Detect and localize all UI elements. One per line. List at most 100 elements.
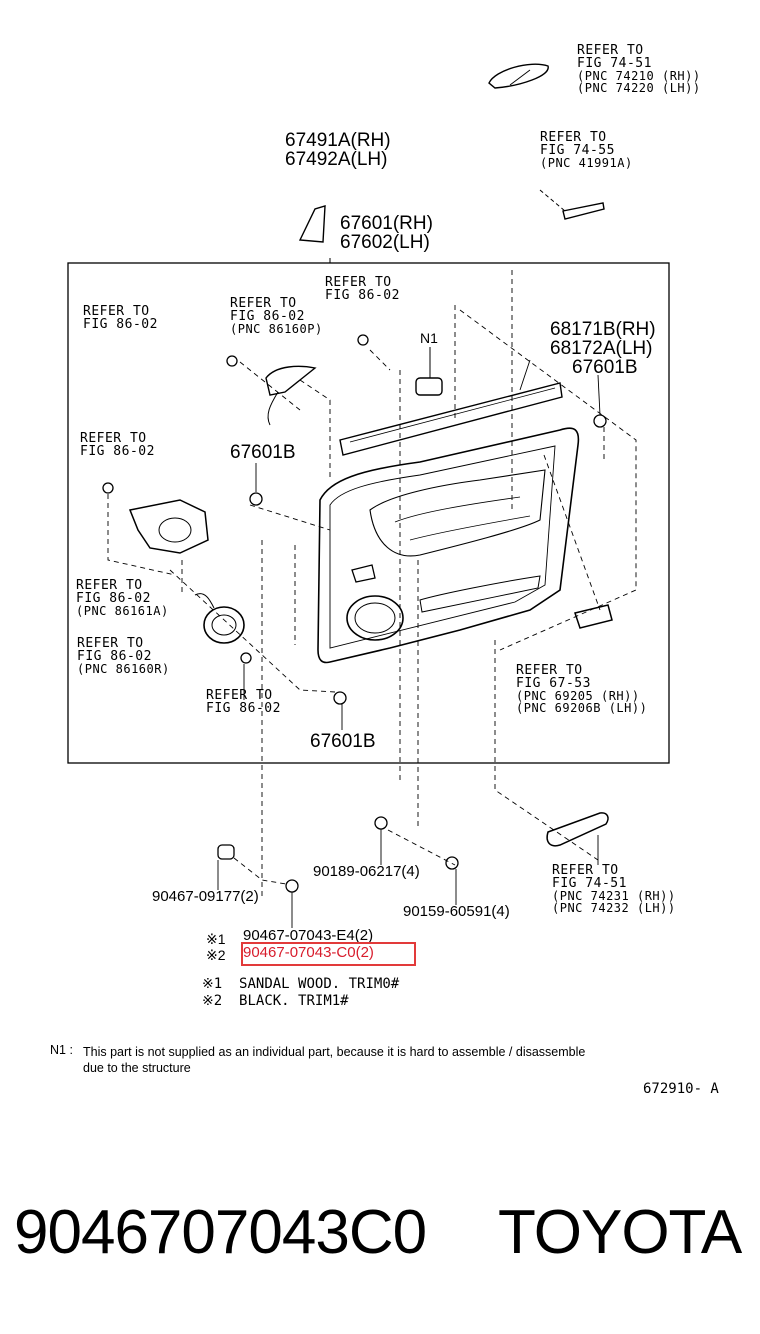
part-number: 67492A(LH) [285, 149, 388, 170]
callout-line: REFER TO [76, 578, 143, 593]
part-number: 67601B [572, 357, 638, 378]
clip-icon [333, 691, 347, 705]
callout-line: (PNC 69206B (LH)) [516, 701, 648, 715]
note-line: due to the structure [83, 1061, 191, 1075]
legend-mark: ※2 [202, 993, 223, 1009]
clip-a-label: 90189-06217(4) [313, 863, 420, 880]
mark2: ※2 [206, 947, 226, 963]
mark1: ※1 [206, 931, 226, 947]
clip-b-label: 90159-60591(4) [403, 903, 510, 920]
callout-line: FIG 86-02 [206, 701, 281, 716]
callout-line: FIG 67-53 [516, 676, 591, 691]
callout-line: FIG 74-55 [540, 143, 615, 158]
callout-line: FIG 86-02 [80, 444, 155, 459]
callout-line: REFER TO [80, 431, 147, 446]
note-line: This part is not supplied as an individu… [83, 1045, 586, 1059]
ornament-part [298, 205, 326, 243]
cap-icon [217, 844, 235, 860]
clip-bottom-label: 67601B [310, 731, 376, 752]
callout-line: FIG 86-02 [230, 309, 305, 324]
callout-line: FIG 86-02 [76, 591, 151, 606]
handle-bezel [574, 604, 613, 629]
callout-line: (PNC 86160R) [77, 662, 170, 676]
switch-ref: REFER TO FIG 74-51 (PNC 74231 (RH)) (PNC… [552, 864, 676, 914]
tweeter-bracket [265, 365, 317, 396]
n1-part [415, 377, 443, 396]
panel-label: 67601(RH) 67602(LH) [340, 214, 433, 252]
legend-row-2: ※2 BLACK. TRIM1# [202, 993, 399, 1010]
clip-icon [374, 816, 388, 830]
note-label: N1 : [50, 1043, 73, 1057]
lamp-callout: REFER TO FIG 74-55 (PNC 41991A) [540, 131, 633, 169]
callout-line: REFER TO [540, 130, 607, 145]
speaker-2 [203, 606, 245, 644]
screw-icon [102, 482, 114, 494]
door-panel-part [317, 427, 580, 664]
callout-line: FIG 86-02 [325, 288, 400, 303]
cap-label: 90467-09177(2) [152, 888, 259, 905]
footer-part-number: 9046707043C0 [14, 1198, 427, 1267]
lamp-part [562, 202, 605, 220]
clip-icon [593, 414, 607, 428]
part-number: 67601(RH) [340, 213, 433, 234]
callout-line: REFER TO [77, 636, 144, 651]
part-number: 68172A(LH) [550, 338, 653, 359]
callout-line: REFER TO [577, 43, 644, 58]
callout-line: FIG 86-02 [83, 317, 158, 332]
armrest-callout: REFER TO FIG 74-51 (PNC 74210 (RH)) (PNC… [577, 44, 701, 94]
callout-line: (PNC 74210 (RH)) [577, 69, 701, 83]
legend-text: SANDAL WOOD. TRIM0# [239, 976, 400, 992]
n1-label: N1 [420, 330, 438, 346]
weatherstrip-label: 68171B(RH) 68172A(LH) 67601B [550, 320, 656, 377]
window-switch [546, 812, 609, 847]
clip-c0-label[interactable]: 90467-07043-C0(2) [243, 944, 374, 961]
callout-line: REFER TO [230, 296, 297, 311]
callout-line: FIG 74-51 [552, 876, 627, 891]
ornament-label: 67491A(RH) 67492A(LH) [285, 131, 391, 169]
callout-line: (PNC 86160P) [230, 322, 323, 336]
part-number: 68171B(RH) [550, 319, 656, 340]
footer-brand: TOYOTA [498, 1198, 742, 1267]
legend: ※1 SANDAL WOOD. TRIM0# ※2 BLACK. TRIM1# [202, 976, 399, 1010]
armrest-part [488, 63, 549, 89]
part-number: 67491A(RH) [285, 130, 391, 151]
handle-ref: REFER TO FIG 67-53 (PNC 69205 (RH)) (PNC… [516, 664, 647, 714]
callout-line: (PNC 69205 (RH)) [516, 689, 640, 703]
clip-e4-label: 90467-07043-E4(2) [243, 927, 374, 944]
callout-line: REFER TO [516, 663, 583, 678]
clip-icon [249, 492, 263, 506]
figure-id: 672910- A [643, 1081, 719, 1097]
legend-mark: ※1 [202, 976, 223, 992]
speaker-ref-2: REFER TO FIG 86-02 (PNC 86160R) [77, 637, 170, 675]
callout-line: REFER TO [552, 863, 619, 878]
legend-row-1: ※1 SANDAL WOOD. TRIM0# [202, 976, 399, 993]
callout-line: REFER TO [83, 304, 150, 319]
part-number: 67602(LH) [340, 232, 430, 253]
legend-text: BLACK. TRIM1# [239, 993, 349, 1009]
clip-icon [285, 879, 299, 893]
callout-line: (PNC 41991A) [540, 156, 633, 170]
clip-mid-label: 67601B [230, 442, 296, 463]
speaker-ref-top: REFER TO FIG 86-02 (PNC 86160P) [230, 297, 323, 335]
screw-icon [240, 652, 252, 664]
clip-ref-mid: REFER TO FIG 86-02 [80, 432, 155, 458]
callout-line: FIG 74-51 [577, 56, 652, 71]
screw-icon [357, 334, 369, 346]
screw-icon [226, 355, 238, 367]
callout-line: REFER TO [325, 275, 392, 290]
highlight-box [241, 942, 416, 966]
speaker-1 [128, 499, 209, 554]
callout-line: REFER TO [206, 688, 273, 703]
screw-ref-left: REFER TO FIG 86-02 [83, 305, 158, 331]
clip-ref-top: REFER TO FIG 86-02 [325, 276, 400, 302]
clip-ref-bottom: REFER TO FIG 86-02 [206, 689, 281, 715]
note-text: This part is not supplied as an individu… [83, 1044, 585, 1076]
callout-line: (PNC 74232 (LH)) [552, 901, 676, 915]
speaker-ref-1: REFER TO FIG 86-02 (PNC 86161A) [76, 579, 169, 617]
callout-line: (PNC 86161A) [76, 604, 169, 618]
assembly-frame [67, 262, 670, 764]
callout-line: (PNC 74220 (LH)) [577, 81, 701, 95]
callout-line: FIG 86-02 [77, 649, 152, 664]
callout-line: (PNC 74231 (RH)) [552, 889, 676, 903]
